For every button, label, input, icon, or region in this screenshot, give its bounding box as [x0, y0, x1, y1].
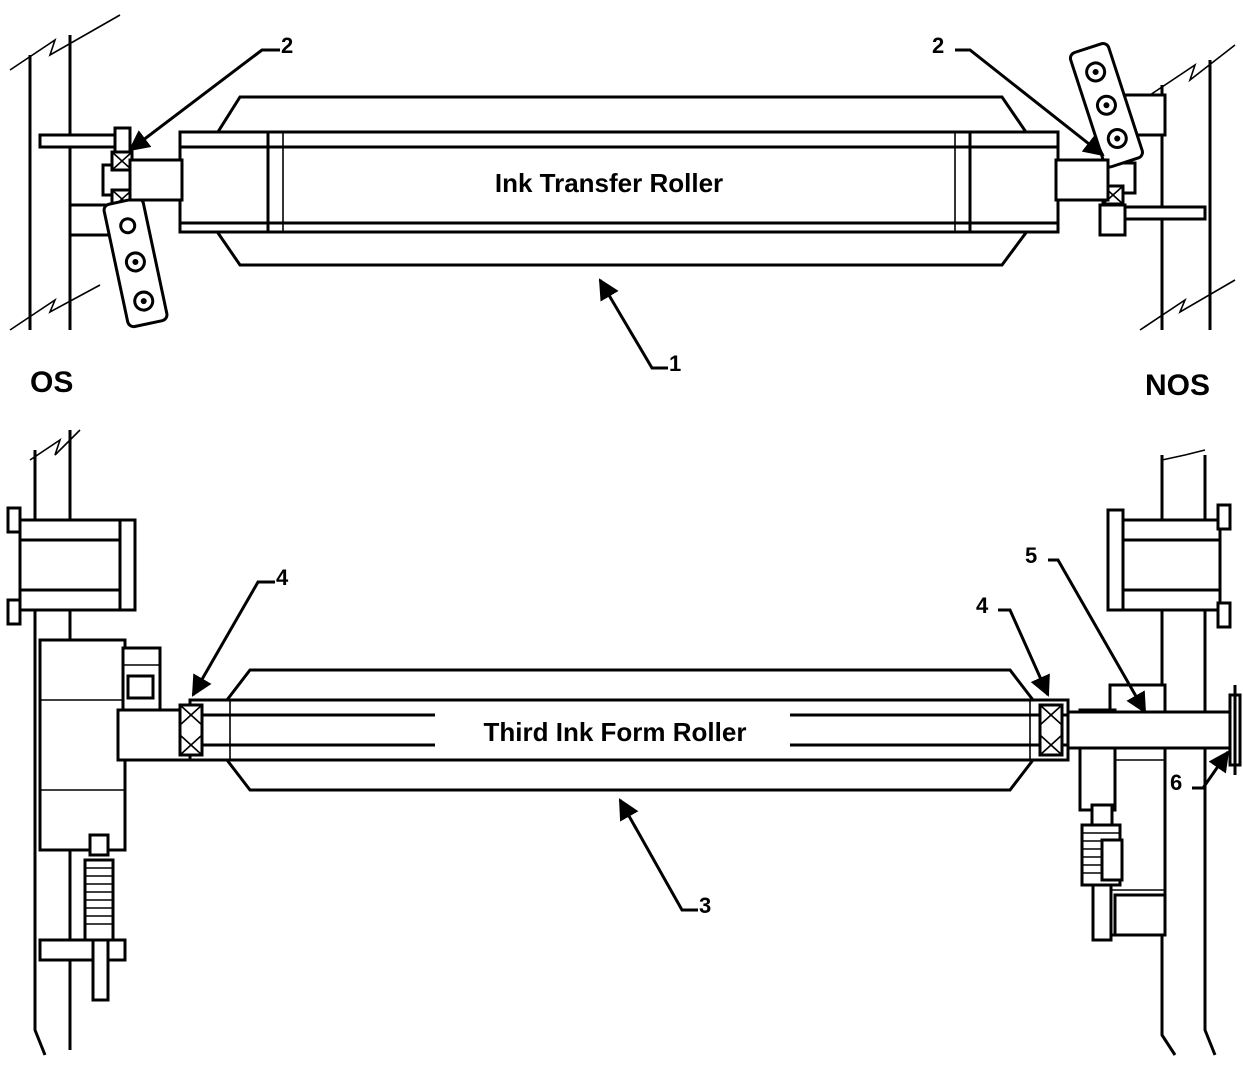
third-ink-form-roller — [178, 668, 1070, 792]
callout-number: 2 — [281, 33, 293, 58]
callout-2-right: 2 — [932, 33, 1105, 157]
callout-1: 1 — [598, 278, 681, 376]
os-side-label: OS — [30, 366, 73, 399]
callout-2-left: 2 — [128, 33, 293, 152]
left-bearing-top — [101, 150, 169, 329]
callout-number: 6 — [1170, 770, 1182, 795]
callout-number: 4 — [276, 565, 289, 590]
ink-transfer-roller — [128, 95, 1110, 267]
callout-number: 5 — [1025, 543, 1037, 568]
callout-number: 4 — [976, 593, 989, 618]
callout-number: 2 — [932, 33, 944, 58]
nos-side-label: NOS — [1145, 369, 1210, 402]
right-frame-bottom — [1078, 449, 1232, 1056]
callout-number: 1 — [669, 351, 681, 376]
callout-6: 6 — [1170, 750, 1230, 795]
callout-5: 5 — [1025, 543, 1147, 714]
ink-transfer-roller-assembly: Ink Transfer Roller — [9, 14, 1236, 331]
callout-number: 3 — [699, 893, 711, 918]
callout-4-left: 4 — [191, 565, 289, 697]
callout-4-right: 4 — [976, 593, 1050, 697]
ink-transfer-roller-label: Ink Transfer Roller — [495, 168, 723, 198]
left-frame-bottom — [6, 429, 162, 1056]
third-ink-form-roller-assembly: Third Ink Form Roller — [6, 429, 1242, 1056]
third-ink-form-roller-label: Third Ink Form Roller — [484, 717, 747, 747]
callout-3: 3 — [618, 798, 711, 918]
